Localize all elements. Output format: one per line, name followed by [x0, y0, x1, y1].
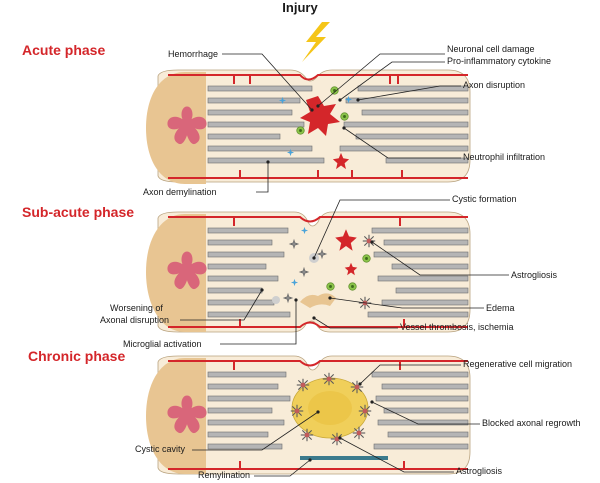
label-remyelination: Remylination — [198, 470, 250, 480]
astrocyte-cell — [300, 428, 314, 442]
label-edema: Edema — [486, 303, 515, 313]
subacute-vessels — [168, 216, 468, 328]
cytokine-cell — [296, 126, 305, 135]
label-axon-disruption: Axon disruption — [463, 80, 525, 90]
label-worsening-line1: Worsening of — [110, 303, 163, 313]
cytokine-cell — [340, 112, 349, 121]
astrocyte-cell — [358, 404, 372, 418]
injury-title: Injury — [282, 0, 318, 15]
acute-axons — [207, 85, 469, 164]
label-cystic-formation: Cystic formation — [452, 194, 517, 204]
astrocyte-cell — [290, 404, 304, 418]
label-worsening-line2: Axonal disruption — [100, 315, 169, 325]
phase-title-acute: Acute phase — [22, 42, 105, 58]
label-neutrophil: Neutrophil infiltration — [463, 152, 545, 162]
acute-vessels — [168, 74, 468, 179]
phase-title-subacute: Sub-acute phase — [22, 204, 134, 220]
cytokine-cell — [330, 86, 339, 95]
astrocyte-cell — [296, 378, 310, 392]
label-regen-migration: Regenerative cell migration — [463, 359, 572, 369]
phase-title-chronic: Chronic phase — [28, 348, 125, 364]
label-axon-demyelination: Axon demylination — [143, 187, 217, 197]
acute-panel — [146, 69, 471, 184]
cytokine-cell — [362, 254, 371, 263]
chronic-panel — [146, 355, 471, 475]
label-astrogliosis-subacute: Astrogliosis — [511, 270, 558, 280]
hemorrhage-blob — [300, 96, 340, 136]
label-astrogliosis-chronic: Astrogliosis — [456, 466, 503, 476]
remyelinated-axon — [300, 456, 388, 460]
lightning-bolt-icon — [302, 22, 330, 62]
chronic-axons — [207, 371, 469, 460]
label-microglial: Microglial activation — [123, 339, 202, 349]
label-pro-inflammatory: Pro-inflammatory cytokine — [447, 56, 551, 66]
astrocyte-cell — [322, 372, 336, 386]
subacute-panel — [146, 211, 471, 333]
chronic-vessels — [168, 360, 468, 470]
cystic-core — [308, 391, 352, 425]
astrocyte-cell — [352, 426, 366, 440]
label-blocked-regrowth: Blocked axonal regrowth — [482, 418, 581, 428]
label-cystic-cavity: Cystic cavity — [135, 444, 186, 454]
astrocyte-cell — [362, 234, 376, 248]
subacute-axons — [207, 227, 469, 318]
label-neuronal-damage: Neuronal cell damage — [447, 44, 535, 54]
label-hemorrhage: Hemorrhage — [168, 49, 218, 59]
cytokine-cell — [348, 282, 357, 291]
cytokine-cell — [326, 282, 335, 291]
edema-shape — [300, 293, 336, 308]
label-vessel-thrombosis: Vessel thrombosis, ischemia — [400, 322, 514, 332]
debris-cell — [272, 296, 280, 304]
